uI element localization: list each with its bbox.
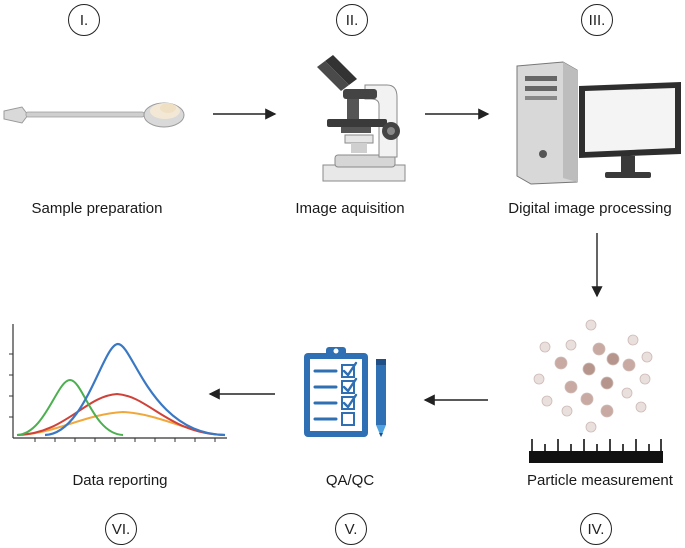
microscope-icon (317, 55, 406, 182)
step-5-label: QA/QC (325, 472, 375, 489)
distribution-curves-icon (9, 324, 227, 442)
step-6-numeral: VI. (105, 513, 137, 545)
step-4-label: Particle measurement (527, 472, 673, 489)
step-5-numeral: V. (335, 513, 367, 545)
step-3-numeral: III. (581, 4, 613, 36)
step-1-label: Sample preparation (31, 200, 163, 217)
step-6-label: Data reporting (72, 472, 168, 489)
step-1-numeral: I. (68, 4, 100, 36)
step-3-label: Digital image processing (508, 200, 672, 217)
blue-curve (44, 342, 226, 437)
desktop-computer-icon (516, 61, 681, 185)
orange-curve (16, 410, 226, 436)
green-curve (16, 378, 124, 436)
particles-and-ruler-icon (529, 319, 663, 463)
step-2-label: Image aquisition (295, 200, 405, 217)
clipboard-checklist-pencil-icon (304, 347, 386, 437)
spatula-with-powder-icon (3, 102, 185, 128)
step-2-numeral: II. (336, 4, 368, 36)
step-4-numeral: IV. (580, 513, 612, 545)
red-curve (16, 392, 226, 436)
